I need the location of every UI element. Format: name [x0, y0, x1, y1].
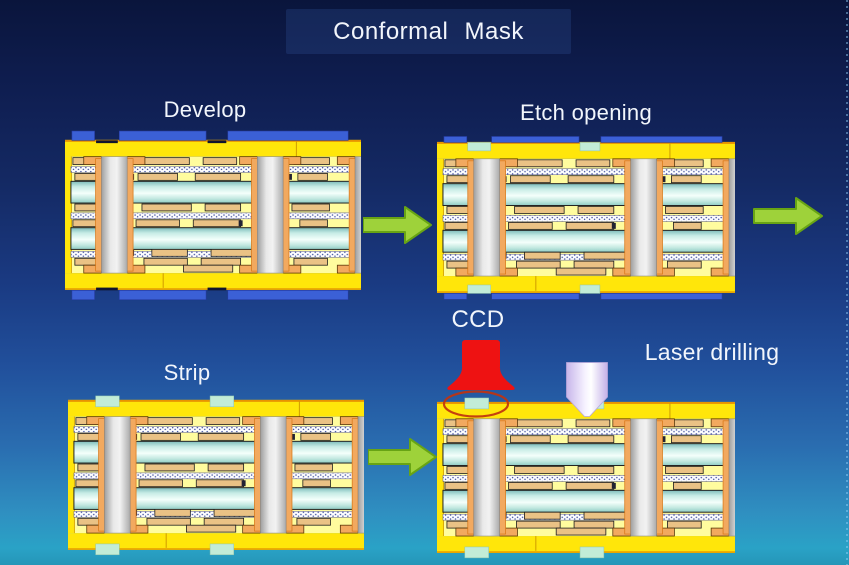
photoresist-mask-bottom: [71, 290, 349, 301]
ccd-target-ellipse-icon: [442, 390, 510, 418]
exposed-opening-top: [95, 395, 235, 408]
exposed-opening-bottom: [95, 543, 235, 556]
ccd-label: CCD: [451, 306, 505, 333]
ccd-sensor-icon: [447, 340, 515, 390]
stage-label-etch-opening: Etch opening: [519, 100, 653, 125]
pcb-board-laser-drilling: [437, 397, 735, 559]
etched-opening-bottom: [467, 284, 601, 294]
pcb-board-etch-opening: [437, 136, 735, 300]
photoresist-mask-top: [443, 136, 723, 143]
slide-title-box: Conformal Mask: [286, 9, 571, 54]
etched-opening-top: [467, 142, 601, 152]
flow-arrow-strip-to-laser: [368, 438, 437, 476]
pcb-board-develop: [65, 130, 362, 301]
laser-beam-icon: [566, 362, 608, 417]
flow-arrow-develop-to-etch: [363, 206, 432, 244]
mask-opening-slots-top: [96, 140, 227, 144]
slide-title: Conformal Mask: [333, 17, 524, 45]
mask-opening-slots-bottom: [96, 287, 227, 291]
stage-label-strip: Strip: [163, 360, 211, 385]
pcb-board-strip: [68, 395, 365, 556]
photoresist-mask-bottom: [443, 293, 723, 300]
stage-label-laser-drilling: Laser drilling: [644, 339, 780, 365]
flow-arrow-etch-to-next-row: [753, 196, 824, 236]
right-edge-dotted-artifact: [846, 0, 848, 565]
photoresist-mask-top: [71, 130, 349, 141]
stage-label-develop: Develop: [163, 97, 247, 122]
exposed-opening-bottom: [464, 546, 605, 559]
